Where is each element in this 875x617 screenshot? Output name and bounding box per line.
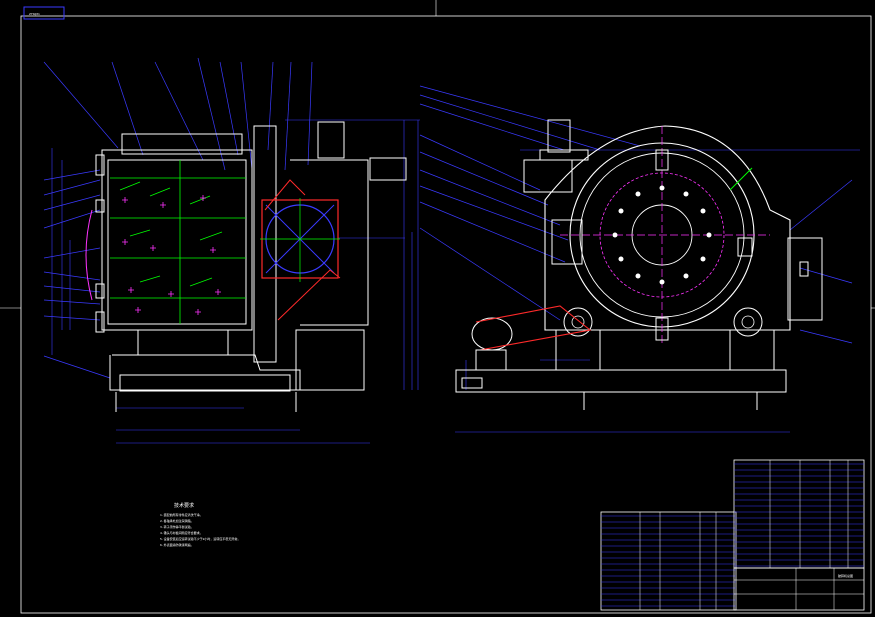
front-section-view: [43, 57, 420, 444]
housing-clamps: [551, 149, 753, 341]
rotor-bolt-holes: [612, 185, 712, 285]
top-motor: [523, 119, 589, 193]
sheet-border: [20, 15, 872, 614]
leader-lines-left: [43, 169, 111, 379]
parts-list-right: [733, 459, 865, 569]
rotor-section: [260, 179, 341, 321]
crusher-housing: [101, 121, 407, 412]
side-door-hinges: [85, 154, 105, 333]
leader-lines-top: [43, 57, 313, 171]
sheet-tag-box: [23, 6, 65, 20]
electric-box: [787, 237, 823, 321]
dimension-lines-left-view: [51, 119, 420, 444]
note-line-2: 2.各轴承处加注润滑脂。: [160, 518, 194, 523]
title-block: 破碎机总图: [733, 567, 865, 611]
note-line-3: 3.转子须作静平衡试验。: [160, 524, 194, 529]
title-block-label: 破碎机总图: [838, 573, 853, 578]
note-line-4: 4.锤头与衬板间隙应符合要求。: [160, 530, 203, 535]
liner-bolt-marks: [122, 195, 221, 315]
belt-drive: [471, 305, 763, 371]
note-line-6: 6.外表面涂防锈漆两遍。: [160, 542, 194, 547]
note-line-5: 5.设备安装后空运转试验不少于2小时，运转应平稳无异常。: [160, 536, 240, 541]
technical-notes: 技术要求 1.装配前所有零件应清洗干净。 2.各轴承处加注润滑脂。 3.转子须作…: [160, 502, 240, 547]
grate-plates: [110, 160, 246, 324]
side-elevation-view: [419, 85, 860, 433]
note-line-1: 1.装配前所有零件应清洗干净。: [160, 512, 203, 517]
rotor-housing: [544, 125, 791, 345]
sheet-tag: ZYSQ01: [29, 12, 40, 16]
notes-heading: 技术要求: [174, 502, 194, 509]
leader-lines-right-view: [419, 85, 853, 344]
parts-list-left: [600, 511, 737, 611]
